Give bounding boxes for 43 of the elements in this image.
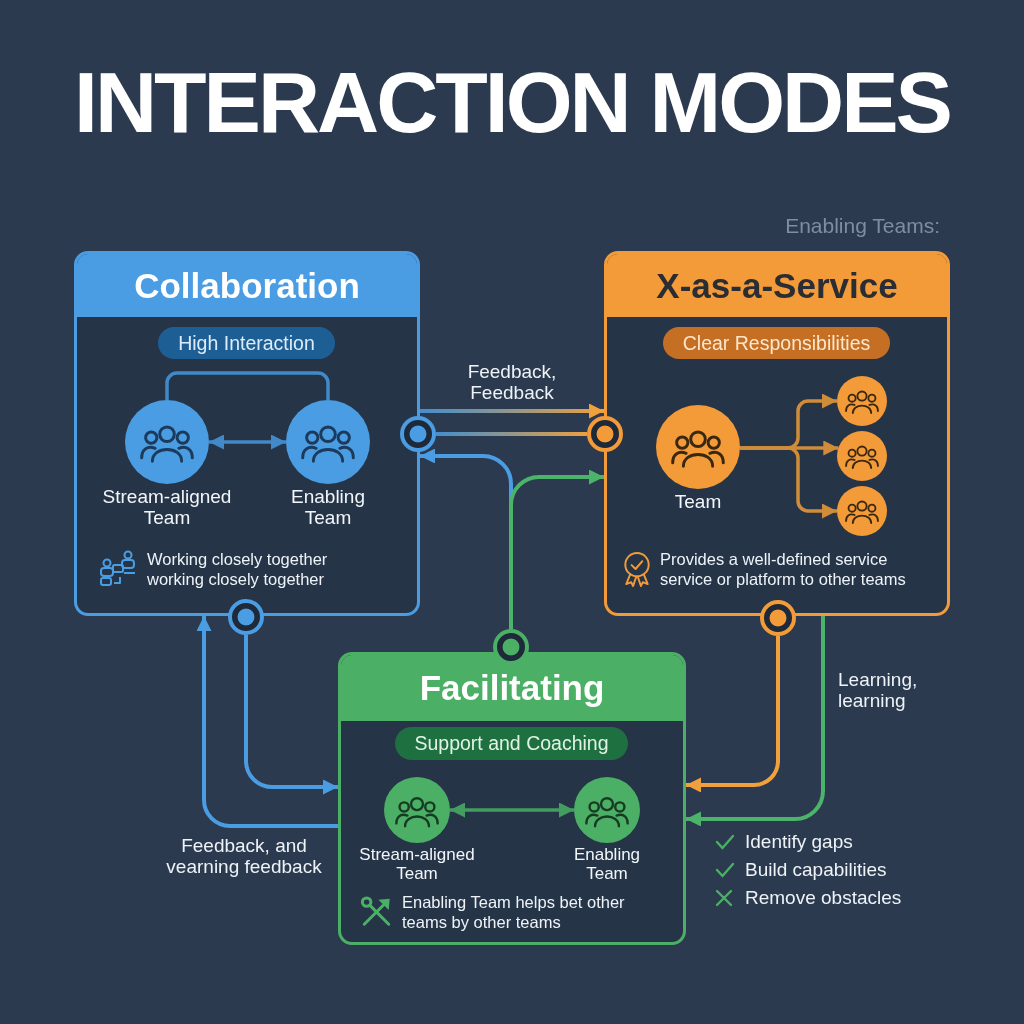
panel-heading: Collaboration (77, 254, 417, 317)
panel-heading: Facilitating (341, 655, 683, 721)
mode-panel (604, 251, 950, 616)
checklist-item: Build capabilities (745, 859, 888, 881)
arrow (686, 636, 780, 793)
arrow (509, 469, 604, 629)
mode-tag: Support and Coaching (395, 727, 628, 760)
mode-panel (74, 251, 420, 616)
description-text: Provides a well-defined service service or platform to other teams (660, 549, 907, 589)
mode-panel (338, 652, 686, 945)
team-label: Team (673, 491, 723, 513)
connector-line (436, 432, 587, 436)
description-text: Working closely together working closely together (147, 549, 329, 589)
checklist-item: Remove obstacles (745, 887, 903, 909)
panel-heading: X-as-a-Service (607, 254, 947, 317)
checklist-item: Identify gaps (745, 831, 854, 853)
team-circle (837, 431, 887, 481)
team-circle (837, 486, 887, 536)
arrow (740, 446, 837, 519)
description-text: Enabling Team helps bet other teams by other teams (402, 892, 626, 932)
arrow (686, 616, 825, 827)
team-label: Enabling Team (290, 486, 366, 529)
arrow (450, 802, 574, 818)
arrow (420, 403, 604, 419)
team-label: Enabling Team (572, 845, 642, 884)
arrow (196, 616, 338, 828)
diagram-title: INTERACTION MODES (73, 57, 951, 147)
mode-tag: High Interaction (158, 327, 335, 359)
team-label: Stream-aligned Team (101, 486, 233, 529)
connector-ring (228, 599, 264, 635)
team-label: Stream-aligned Team (358, 845, 476, 884)
mode-tag: Clear Responsibilities (663, 327, 890, 359)
connector-line (165, 371, 330, 400)
edge-label: Feedback, and vearning feedback (165, 835, 323, 877)
team-circle (837, 376, 887, 426)
connector-ring (400, 416, 436, 452)
connector-ring (760, 600, 796, 636)
note-text: Enabling Teams: (784, 215, 940, 237)
connector-ring (587, 416, 623, 452)
arrow (244, 635, 338, 795)
arrow (209, 434, 286, 450)
edge-label: Learning, learning (838, 669, 919, 711)
edge-label: Feedback, Feedback (466, 361, 558, 403)
